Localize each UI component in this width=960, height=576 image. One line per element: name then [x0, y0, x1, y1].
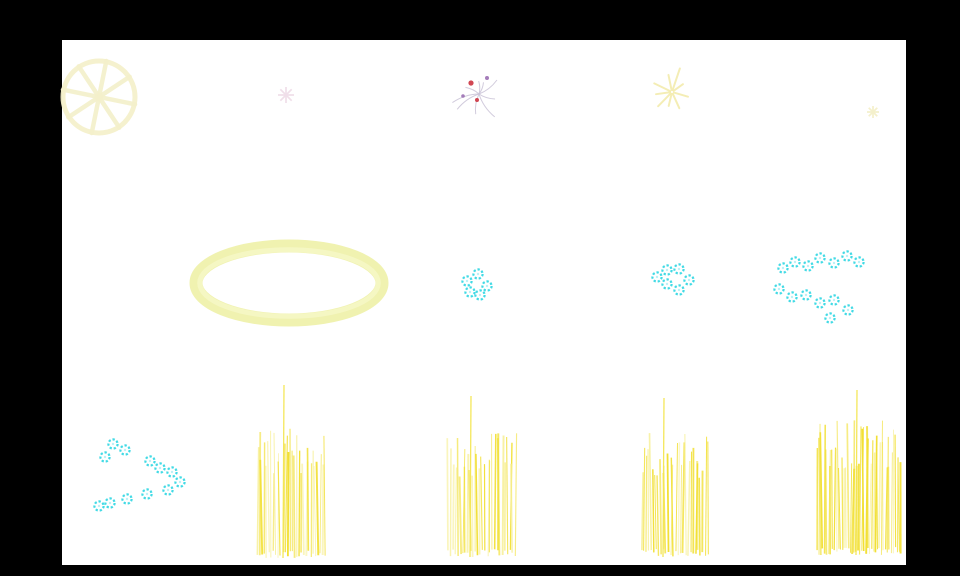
cyan-flower-clusters [93, 250, 865, 512]
wheel-snowflake-doodle [60, 58, 138, 136]
grass-tuft-1 [256, 384, 326, 559]
sparkle-doodles [278, 87, 879, 118]
starburst-doodle [653, 67, 689, 110]
scribble-flower-doodle [452, 76, 498, 118]
cluster-mid-right [773, 250, 865, 324]
halo-ellipse-doodle [189, 239, 389, 327]
grass-tuft-3 [641, 397, 709, 558]
cluster-mid-left [461, 268, 493, 301]
grass-tufts [256, 384, 902, 559]
cluster-mid [651, 263, 695, 296]
cluster-bottom-left [93, 438, 186, 512]
grass-tuft-2 [446, 395, 518, 558]
grass-tuft-4 [816, 389, 902, 556]
